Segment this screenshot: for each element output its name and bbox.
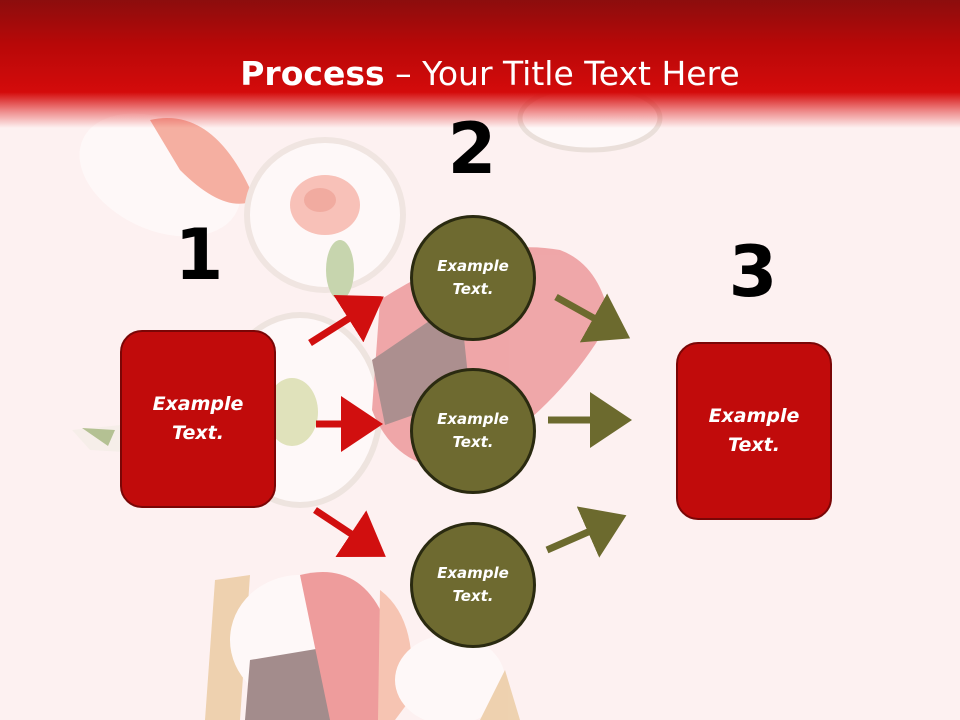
process-circle-2-line1: Example <box>437 410 509 428</box>
process-box-right: Example Text. <box>676 342 832 520</box>
process-circle-3: Example Text. <box>410 522 536 648</box>
process-circle-3-text: Example Text. <box>428 562 518 608</box>
process-box-right-line1: Example <box>708 405 800 427</box>
title-rest: – Your Title Text Here <box>384 54 740 93</box>
step-number-2: 2 <box>447 108 497 190</box>
header-band <box>0 0 960 128</box>
arrow-from-circle-3 <box>545 506 627 558</box>
process-circle-2: Example Text. <box>410 368 536 494</box>
step-number-3: 3 <box>728 231 778 313</box>
process-circle-2-line2: Text. <box>452 433 494 451</box>
process-circle-2-text: Example Text. <box>428 408 518 454</box>
slide-title: Process – Your Title Text Here <box>0 52 960 96</box>
process-circle-3-line1: Example <box>437 564 509 582</box>
process-box-left: Example Text. <box>120 330 276 508</box>
title-bold: Process <box>240 54 385 93</box>
process-box-right-line2: Text. <box>728 434 780 456</box>
process-circle-1-text: Example Text. <box>428 255 518 301</box>
process-circle-1-line1: Example <box>437 257 509 275</box>
step-number-1: 1 <box>174 214 224 296</box>
arrow-from-circle-1 <box>554 293 631 343</box>
process-box-left-line1: Example <box>152 393 244 415</box>
process-box-left-text: Example Text. <box>138 390 258 448</box>
process-circle-1-line2: Text. <box>452 280 494 298</box>
nigiri-bottom <box>205 572 520 720</box>
process-box-left-line2: Text. <box>172 422 224 444</box>
arrow-to-circle-3 <box>313 507 386 558</box>
process-circle-1: Example Text. <box>410 215 536 341</box>
process-box-right-text: Example Text. <box>694 402 814 460</box>
process-circle-3-line2: Text. <box>452 587 494 605</box>
arrow-to-circle-1 <box>308 295 384 346</box>
maki-roll-top <box>244 137 406 293</box>
